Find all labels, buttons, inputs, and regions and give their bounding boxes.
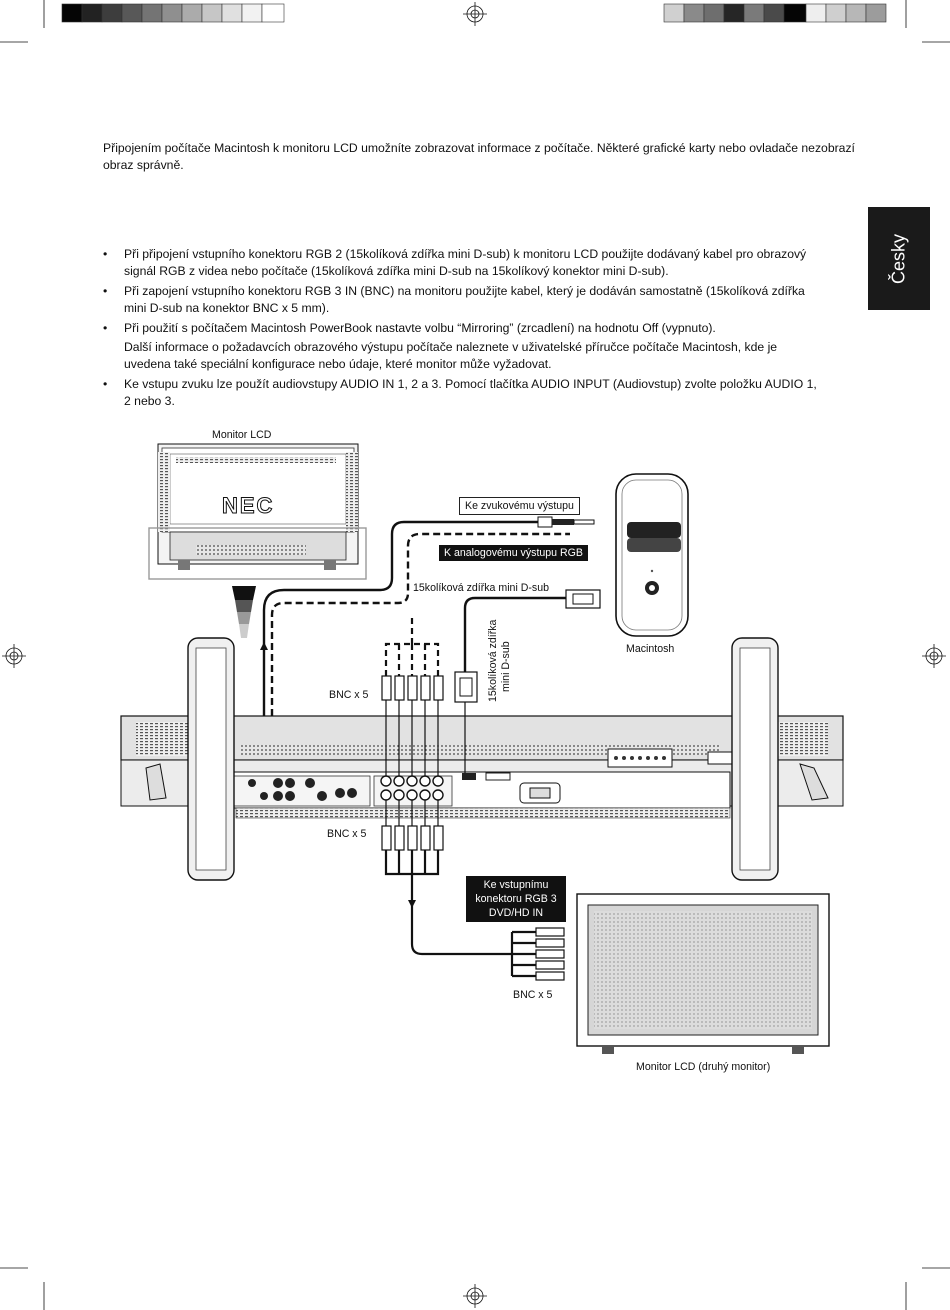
zoom-wedge-graphic [232,586,256,638]
bnc-label-bottom: BNC x 5 [513,989,553,1001]
bnc-connectors-bottom [535,927,565,981]
language-tab-label: Česky [888,233,909,284]
rgb3-label-line: konektoru RGB 3 [475,893,557,905]
bnc-lines-to-panel [385,700,466,826]
dsub-cable [463,596,566,680]
instruction-list: Při připojení vstupního konektoru RGB 2 … [103,246,823,413]
monitor-rear-view-illustration [148,443,367,580]
dsub-vertical-label-line: mini D-sub [500,641,512,692]
dsub-connector-icon [454,589,601,703]
list-item: Při zapojení vstupního konektoru RGB 3 I… [103,283,823,317]
dsub-label: 15kolíková zdířka mini D-sub [413,582,550,594]
list-item: Při použití s počítačem Macintosh PowerB… [103,320,823,337]
second-monitor-illustration [576,893,830,1054]
bnc-label-mid: BNC x 5 [327,828,367,840]
bnc-output-cable [384,850,536,978]
list-item-note: Další informace o požadavcích obrazového… [124,340,778,371]
bnc-label-top: BNC x 5 [329,689,369,701]
intro-paragraph: Připojením počítače Macintosh k monitoru… [103,141,855,172]
list-item: Při připojení vstupního konektoru RGB 2 … [103,246,823,280]
dsub-vertical-label-line: 15kolíková zdířka [487,619,499,702]
nec-logo: NEC [221,493,275,519]
bnc-connectors-top [381,675,444,701]
gray-registration-bar-right [663,3,887,23]
dsub-vertical-label: 15kolíková zdířka mini D-sub [487,620,513,702]
audio-cable [262,520,538,716]
macintosh-tower-illustration [615,473,689,637]
rgb3-label-line: DVD/HD IN [488,907,544,919]
audio-output-label: Ke zvukovému výstupu [459,497,580,515]
arrow-icon [260,642,416,908]
gray-registration-bar-left [61,3,285,23]
bnc-connectors-mid [381,825,444,851]
macintosh-label: Macintosh [626,643,675,655]
list-item: Ke vstupu zvuku lze použít audiovstupy A… [103,376,823,410]
second-monitor-label: Monitor LCD (druhý monitor) [636,1061,771,1073]
audio-plug-icon [537,516,595,528]
rgb-cable-dashed [270,532,570,716]
bnc-fanout-dashed [384,614,440,676]
rgb3-input-label: Ke vstupnímu konektoru RGB 3 DVD/HD IN [466,876,566,922]
rgb-output-label: K analogovému výstupu RGB [439,545,588,561]
rgb3-label-line: Ke vstupnímu [483,879,549,891]
language-tab: Česky [868,207,930,310]
large-monitor-rear-illustration [120,637,844,881]
monitor-label: Monitor LCD [212,429,272,441]
